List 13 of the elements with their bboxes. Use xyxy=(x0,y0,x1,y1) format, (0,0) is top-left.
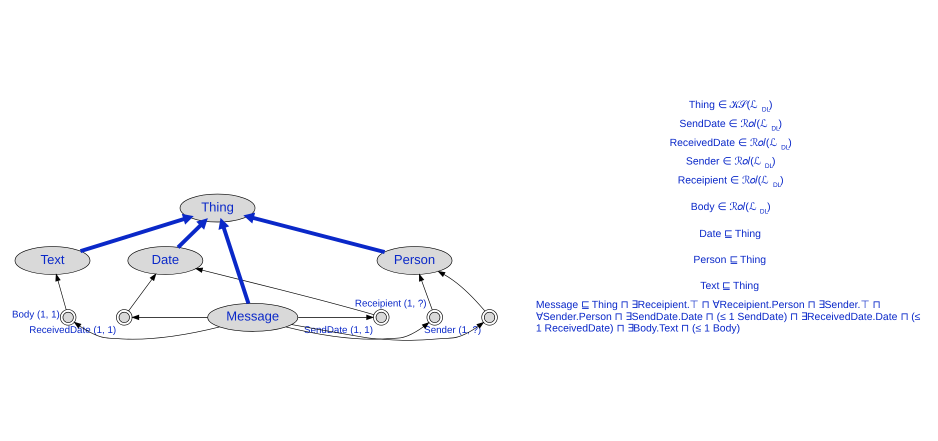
label: Message ⊑ Thing ⊓ ∃Receipient.⊤ ⊓ ∀Receipient.Person ⊓ ∃Sender.⊤ ⊓ ∀Sender.Person ⊓ ∃SendDate.Date ⊓ (≤ 1 SendDate) ⊓ ∃ReceivedDate.Date ⊓ (≤ 1 ReceivedDate) ⊓ ∃Body.Text ⊓ (≤ 1 Body) xyxy=(536,300,920,335)
label: Thing ∈ 𝒦𝒮(ℒ$_{DL}$) xyxy=(688,100,773,114)
node-label: ReceivedDate (1, 1) xyxy=(29,325,116,336)
label: Sender ∈ ℛ𝑜𝑙(ℒ$_{DL}$) xyxy=(686,156,776,170)
label: Date ⊑ Thing xyxy=(699,228,761,240)
label: SendDate ∈ ℛ𝑜𝑙(ℒ$_{DL}$) xyxy=(679,118,782,132)
node-label: Body (1, 1) xyxy=(12,309,60,320)
label: Body ∈ ℛ𝑜𝑙(ℒ$_{DL}$) xyxy=(690,202,771,216)
label: Text ⊑ Thing xyxy=(700,281,760,292)
label: Receipient ∈ ℛ𝑜𝑙(ℒ$_{DL}$) xyxy=(678,176,784,190)
node-label: Receipient (1, ?) xyxy=(354,298,427,310)
label: Person ⊑ Thing xyxy=(693,254,766,266)
label: ReceivedDate ∈ ℛ𝑜𝑙(ℒ$_{DL}$) xyxy=(670,138,792,152)
